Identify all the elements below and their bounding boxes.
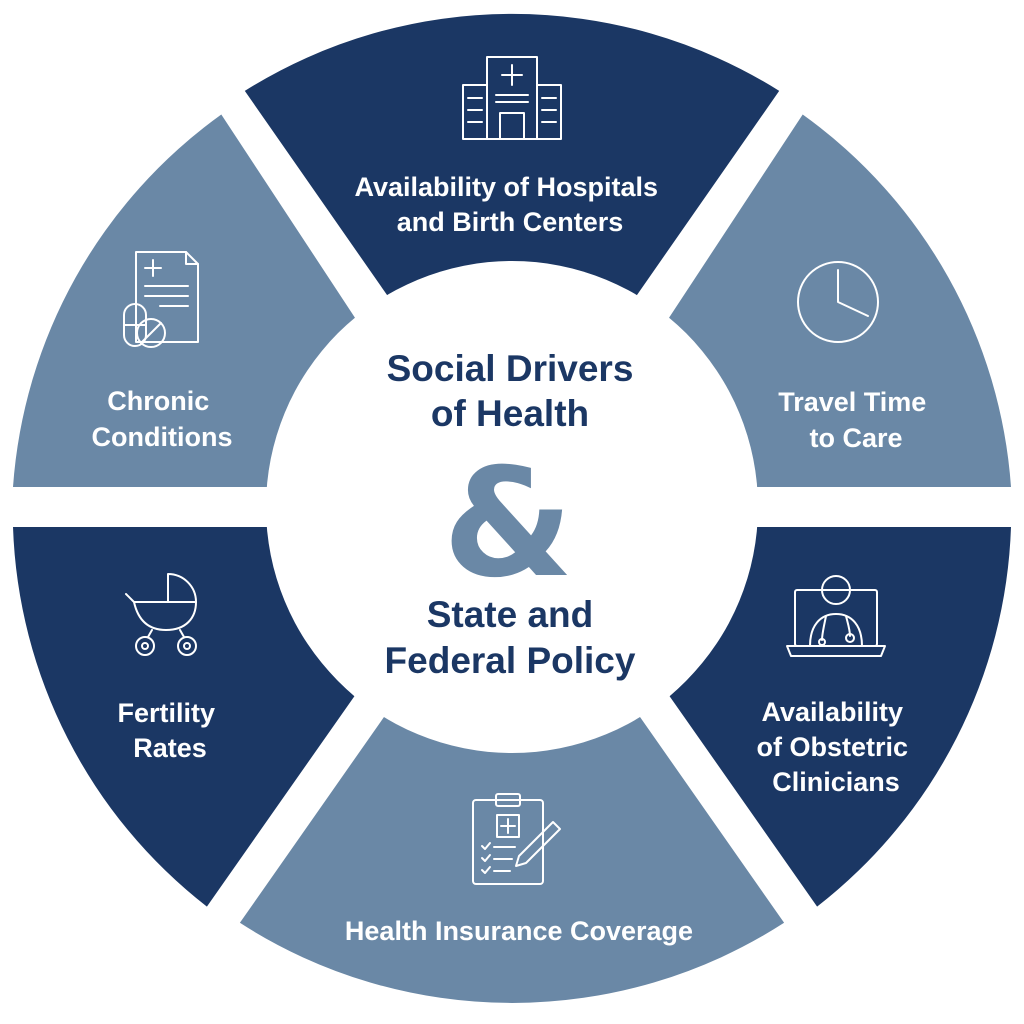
center-line-3: State and [427, 594, 594, 635]
label-line: Availability [761, 697, 903, 727]
ampersand: & [443, 437, 574, 611]
label-chronic: Chronic Conditions [92, 386, 233, 452]
center-line-2: of Health [431, 393, 589, 434]
label-line: Rates [133, 733, 207, 763]
clipboard-medical-icon [472, 793, 561, 885]
center-circle [266, 261, 758, 753]
segment-clinicians [669, 527, 1011, 907]
segment-hospitals [244, 13, 780, 302]
center-line-1: Social Drivers [387, 348, 634, 389]
label-line: Health Insurance Coverage [345, 916, 693, 946]
doctor-laptop-icon [786, 575, 886, 657]
segment-chronic [13, 114, 359, 487]
label-line: Conditions [92, 422, 233, 452]
center-line-4: Federal Policy [385, 640, 636, 681]
label-line: Availability of Hospitals [354, 172, 658, 202]
segment-fertility [13, 527, 355, 907]
label-line: of Obstetric [756, 732, 908, 762]
center-title: Social Drivers of Health & State and Fed… [385, 348, 636, 681]
medical-document-pills-icon [123, 251, 199, 348]
label-line: Clinicians [772, 767, 900, 797]
label-hospitals: Availability of Hospitals and Birth Cent… [354, 172, 665, 237]
baby-stroller-icon [125, 573, 197, 656]
label-clinicians: Availability of Obstetric Clinicians [756, 697, 915, 797]
label-line: to Care [809, 423, 902, 453]
hospital-icon [462, 56, 562, 140]
label-travel: Travel Time to Care [778, 387, 934, 453]
label-line: Chronic [107, 386, 209, 416]
label-line: and Birth Centers [397, 207, 624, 237]
label-insurance: Health Insurance Coverage [345, 916, 693, 946]
label-fertility: Fertility Rates [117, 698, 222, 763]
clock-icon [797, 261, 879, 343]
label-line: Travel Time [778, 387, 926, 417]
label-line: Fertility [117, 698, 215, 728]
segments [13, 13, 1011, 1003]
segment-insurance [239, 711, 785, 1003]
